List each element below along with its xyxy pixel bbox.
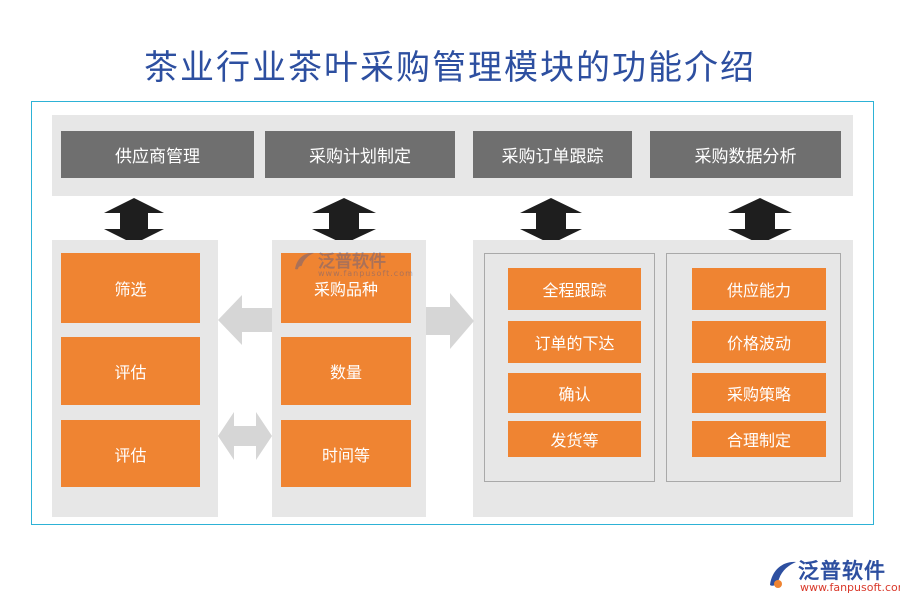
analysis-item-price: 价格波动 — [692, 321, 826, 363]
supplier-item-evaluate: 评估 — [61, 420, 200, 487]
left-arrow-icon — [218, 295, 272, 345]
brand-name: 泛普软件 — [798, 559, 886, 583]
analysis-item-plan: 合理制定 — [692, 421, 826, 457]
analysis-item-capacity: 供应能力 — [692, 268, 826, 310]
double-arrow-icon — [104, 198, 164, 244]
double-arrow-icon — [728, 198, 792, 244]
plan-item-time: 时间等 — [281, 420, 411, 487]
plan-item-quantity: 数量 — [281, 337, 411, 405]
tracking-item-confirm: 确认 — [508, 373, 641, 413]
watermark: 泛普软件 www.fanpusoft.com — [292, 247, 417, 287]
watermark-url: www.fanpusoft.com — [318, 269, 414, 278]
analysis-group — [666, 253, 841, 482]
supplier-item-evaluate: 评估 — [61, 337, 200, 405]
tracking-item-issue: 订单的下达 — [508, 321, 641, 363]
watermark-name: 泛普软件 — [318, 252, 386, 272]
double-arrow-icon — [520, 198, 582, 244]
brand-url: www.fanpusoft.com — [800, 581, 900, 594]
plan-item-variety: 采购品种 — [281, 253, 411, 323]
module-purchase-planning: 采购计划制定 — [265, 131, 455, 178]
module-data-analysis: 采购数据分析 — [650, 131, 841, 178]
supplier-item-filter: 筛选 — [61, 253, 200, 323]
double-arrow-icon — [312, 198, 376, 244]
module-order-tracking: 采购订单跟踪 — [473, 131, 632, 178]
analysis-item-strategy: 采购策略 — [692, 373, 826, 413]
page-title: 茶业行业茶叶采购管理模块的功能介绍 — [144, 48, 756, 88]
diagram-frame — [31, 101, 874, 525]
tracking-item-ship: 发货等 — [508, 421, 641, 457]
fanpu-logo-icon — [770, 561, 796, 588]
tracking-group — [484, 253, 655, 482]
fanpu-logo-icon — [295, 252, 314, 272]
brand-logo: 泛普软件 www.fanpusoft.com — [766, 553, 900, 599]
right-arrow-icon — [426, 293, 474, 349]
double-horizontal-arrow-icon — [218, 412, 272, 460]
tracking-item-full: 全程跟踪 — [508, 268, 641, 310]
module-supplier-management: 供应商管理 — [61, 131, 254, 178]
